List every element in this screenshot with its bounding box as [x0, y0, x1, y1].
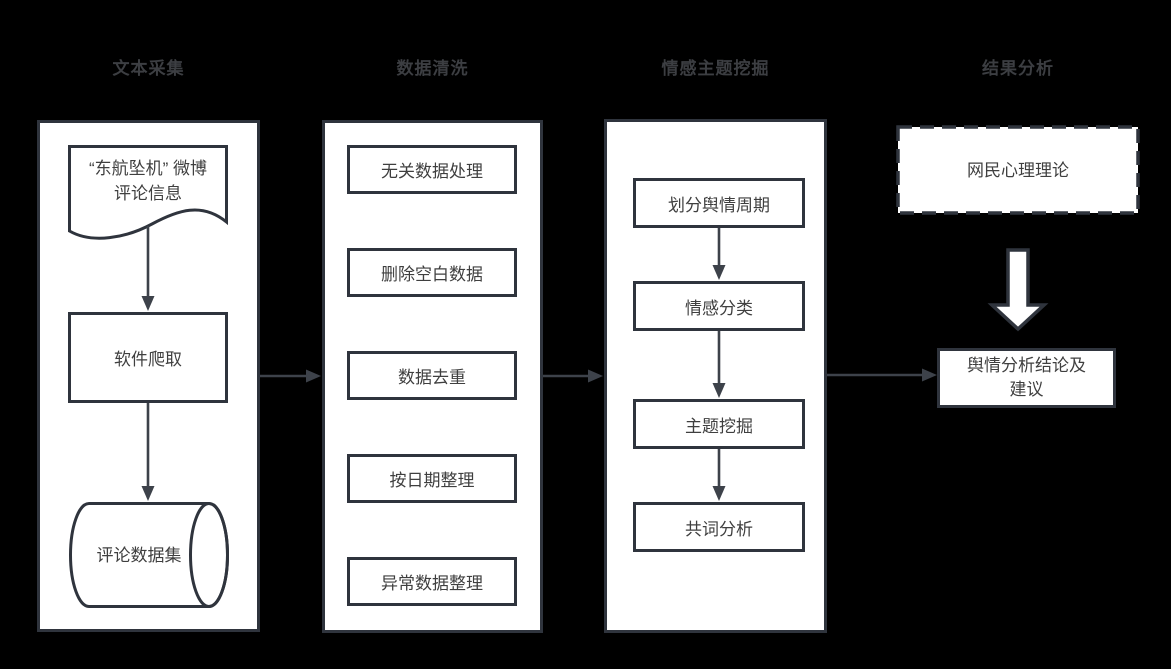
- node-topic-mining: 主题挖掘: [633, 399, 805, 449]
- document-shape: [68, 145, 228, 240]
- arrow-topic-to-coword: [712, 449, 726, 501]
- node-sort-by-date: 按日期整理: [347, 454, 517, 503]
- node-text-line: 建议: [1009, 380, 1044, 399]
- node-text-line: 评论信息: [114, 184, 182, 203]
- arrow-sentiment-to-topic: [712, 331, 726, 398]
- node-text-line: 舆情分析结论及: [967, 356, 1086, 375]
- big-down-arrow-icon: [987, 248, 1049, 332]
- node-irrelevant-data: 无关数据处理: [347, 145, 517, 194]
- node-comment-dataset: 评论数据集: [96, 545, 182, 565]
- node-software-crawl: 软件爬取: [68, 312, 228, 403]
- node-netizen-psychology-theory: 网民心理理论: [967, 160, 1069, 180]
- node-weibo-comment-source: “东航坠机” 微博 评论信息: [68, 150, 228, 212]
- arrow-period-to-sentiment: [712, 228, 726, 280]
- phase-header-data-cleaning: 数据清洗: [396, 59, 469, 78]
- arrow-phase2-to-phase3: [543, 369, 603, 383]
- node-conclusion-suggestion: 舆情分析结论及 建议: [937, 348, 1116, 408]
- arrow-phase3-to-result: [827, 368, 937, 382]
- phase-header-sentiment-mining: 情感主题挖掘: [661, 59, 770, 78]
- node-text-line: “东航坠机” 微博: [88, 159, 208, 178]
- arrow-document-to-crawl: [141, 226, 155, 311]
- phase-header-result-analysis: 结果分析: [982, 59, 1054, 78]
- node-divide-period: 划分舆情周期: [633, 178, 805, 228]
- arrow-crawl-to-datastore: [141, 403, 155, 501]
- node-deduplicate: 数据去重: [347, 351, 517, 400]
- arrow-phase1-to-phase2: [260, 369, 321, 383]
- node-sentiment-classify: 情感分类: [633, 281, 805, 331]
- node-delete-blank: 删除空白数据: [347, 248, 517, 297]
- node-coword-analysis: 共词分析: [633, 502, 805, 552]
- theory-dashed-box-shape: [896, 125, 1140, 215]
- datastore-cylinder-shape: [69, 502, 229, 608]
- node-abnormal-data: 异常数据整理: [347, 557, 517, 606]
- phase-header-text-collection: 文本采集: [112, 59, 185, 78]
